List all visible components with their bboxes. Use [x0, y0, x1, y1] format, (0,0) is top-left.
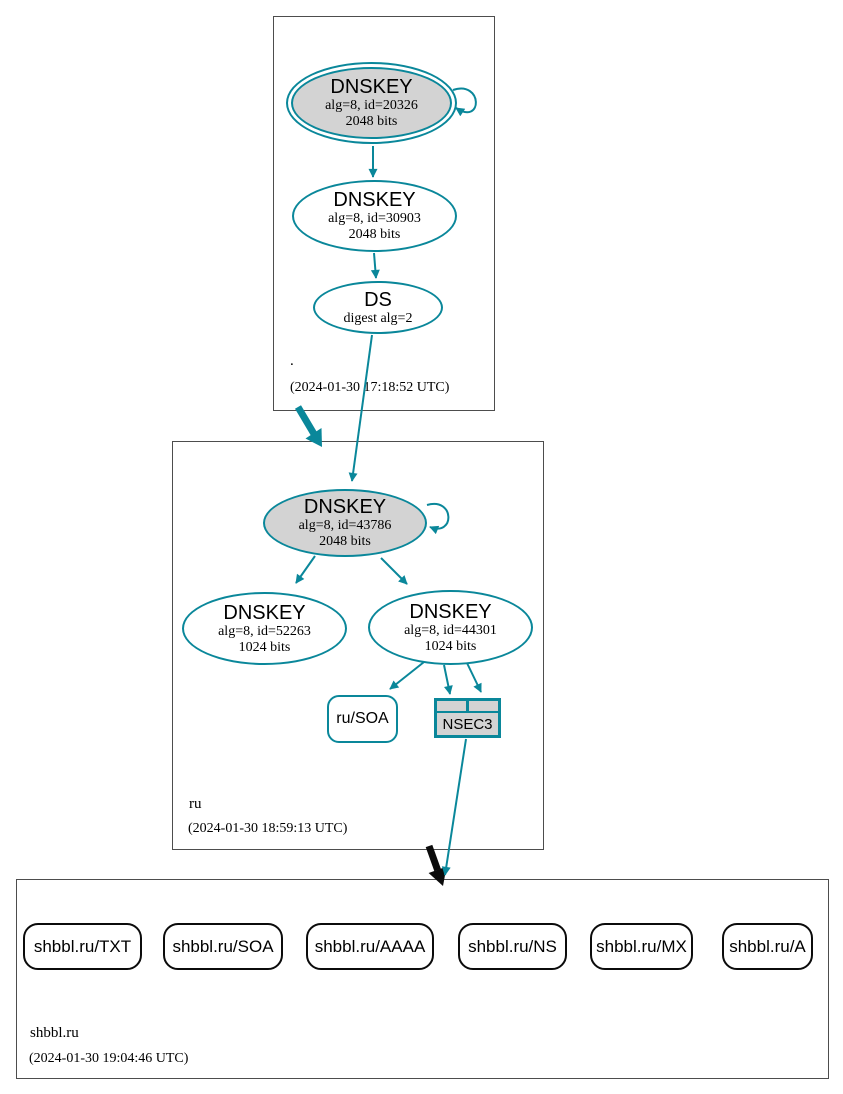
- node-rrset-shbbl-ru-soa[interactable]: shbbl.ru/SOA: [163, 923, 283, 970]
- node-rrset-shbbl-ru-ns[interactable]: shbbl.ru/NS: [458, 923, 567, 970]
- node-rrset-shbbl-ru-aaaa[interactable]: shbbl.ru/AAAA: [306, 923, 434, 970]
- node-label: shbbl.ru/A: [729, 936, 806, 956]
- node-label: NSEC3: [437, 713, 498, 735]
- node-alg: alg=8, id=43786: [298, 518, 392, 533]
- node-title: DNSKEY: [330, 76, 413, 98]
- node-alg: alg=8, id=30903: [328, 211, 421, 226]
- zone-timestamp-shbbl-ru: (2024-01-30 19:04:46 UTC): [29, 1051, 189, 1066]
- node-ru-soa-rrset[interactable]: ru/SOA: [327, 695, 398, 743]
- node-label: shbbl.ru/SOA: [172, 936, 274, 956]
- node-rrset-shbbl-ru-txt[interactable]: shbbl.ru/TXT: [23, 923, 142, 970]
- node-label: shbbl.ru/TXT: [33, 936, 132, 956]
- node-label: shbbl.ru/NS: [468, 936, 557, 956]
- zone-name-root: .: [290, 353, 294, 369]
- zone-box-shbbl-ru: [16, 879, 829, 1079]
- zone-name-shbbl-ru: shbbl.ru: [30, 1025, 79, 1041]
- node-alg: alg=8, id=20326: [325, 98, 418, 113]
- node-label: ru/SOA: [336, 710, 389, 727]
- nsec3-record-cell-2: [469, 701, 498, 711]
- node-bits: 2048 bits: [319, 534, 371, 549]
- zone-timestamp-root: (2024-01-30 17:18:52 UTC): [290, 380, 450, 395]
- node-rrset-shbbl-ru-a[interactable]: shbbl.ru/A: [722, 923, 813, 970]
- node-bits: 1024 bits: [424, 638, 477, 654]
- node-ru-zsk-44301-dnskey[interactable]: DNSKEY alg=8, id=44301 1024 bits: [368, 590, 533, 665]
- zone-name-ru: ru: [189, 796, 202, 812]
- node-root-ksk-dnskey-inner: DNSKEY alg=8, id=20326 2048 bits: [291, 67, 452, 139]
- nsec3-record-cells: [437, 701, 498, 711]
- node-label: shbbl.ru/AAAA: [314, 936, 426, 956]
- node-rrset-shbbl-ru-mx[interactable]: shbbl.ru/MX: [590, 923, 693, 970]
- nsec3-record-cell-1: [437, 701, 466, 711]
- node-root-zsk-dnskey[interactable]: DNSKEY alg=8, id=30903 2048 bits: [292, 180, 457, 252]
- node-alg: alg=8, id=52263: [218, 623, 311, 639]
- node-label: shbbl.ru/MX: [596, 936, 687, 956]
- node-alg: alg=8, id=44301: [404, 622, 497, 638]
- node-title: DNSKEY: [303, 496, 387, 518]
- node-nsec3[interactable]: NSEC3: [434, 698, 501, 738]
- node-bits: 2048 bits: [348, 227, 401, 242]
- zone-box-root: [273, 16, 495, 411]
- node-title: DS: [364, 288, 392, 311]
- node-title: DNSKEY: [409, 600, 492, 623]
- node-root-ksk-dnskey[interactable]: DNSKEY alg=8, id=20326 2048 bits: [286, 62, 457, 144]
- node-bits: 2048 bits: [345, 114, 398, 129]
- node-ru-ksk-dnskey[interactable]: DNSKEY alg=8, id=43786 2048 bits: [263, 489, 427, 557]
- node-title: DNSKEY: [333, 189, 416, 211]
- node-ru-zsk-52263-dnskey[interactable]: DNSKEY alg=8, id=52263 1024 bits: [182, 592, 347, 665]
- node-title: DNSKEY: [223, 601, 306, 624]
- node-alg: digest alg=2: [343, 310, 413, 326]
- zone-timestamp-ru: (2024-01-30 18:59:13 UTC): [188, 821, 348, 836]
- node-bits: 1024 bits: [238, 639, 291, 655]
- node-root-ds[interactable]: DS digest alg=2: [313, 281, 443, 334]
- edge-delegation-root-to-ru: [294, 405, 318, 436]
